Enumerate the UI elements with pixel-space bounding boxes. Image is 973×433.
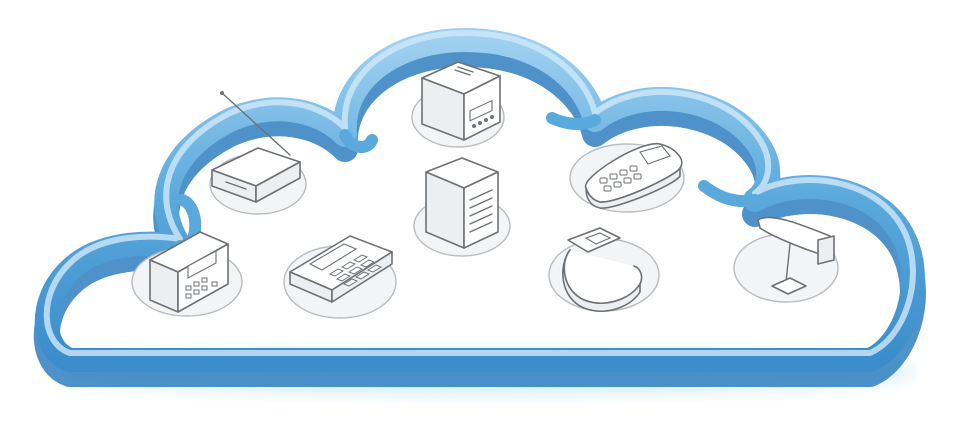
server-tower-icon (413, 157, 511, 257)
barcode-scanner-stand-icon (733, 216, 839, 303)
desk-phone-icon (131, 231, 243, 317)
wireless-router-icon (209, 91, 307, 215)
handheld-terminal-icon (569, 143, 685, 213)
pos-terminal-icon (283, 235, 397, 319)
wrist-wearable-icon (548, 227, 660, 312)
cash-drawer-box-icon (411, 61, 505, 148)
